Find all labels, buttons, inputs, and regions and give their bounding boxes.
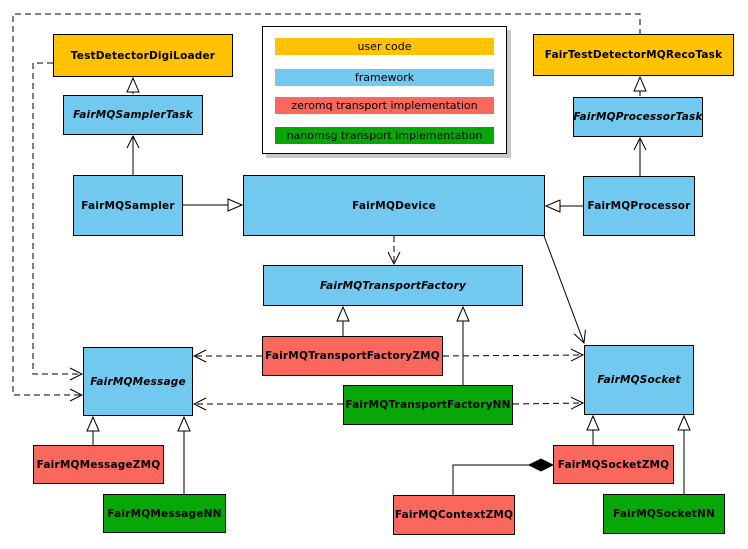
legend-zeromq: zeromq transport implementation	[275, 97, 494, 114]
node-fairmqsocketzmq: FairMQSocketZMQ	[553, 445, 674, 484]
edge-device-to-socket	[543, 235, 584, 343]
node-fairmqmessagenn: FairMQMessageNN	[103, 494, 226, 533]
node-fairmqtransportfactory: FairMQTransportFactory	[263, 265, 523, 306]
node-fairmqsampler: FairMQSampler	[73, 175, 183, 236]
edge-contextzmq-to-sockzmq	[452, 465, 553, 495]
node-fairtestdetectormqrecotask: FairTestDetectorMQRecoTask	[533, 34, 734, 76]
legend-box: user code framework zeromq transport imp…	[262, 26, 507, 154]
node-fairmqsamplertask: FairMQSamplerTask	[63, 95, 203, 135]
legend-framework: framework	[275, 69, 494, 86]
node-fairmqtransportfactorynn: FairMQTransportFactoryNN	[343, 385, 513, 425]
edge-tfzmq-to-socket	[442, 355, 583, 356]
node-fairmqcontextzmq: FairMQContextZMQ	[393, 495, 515, 535]
node-fairmqmessagezmq: FairMQMessageZMQ	[33, 445, 164, 484]
node-fairmqsocketnn: FairMQSocketNN	[603, 494, 725, 534]
edge-tfnn-to-socket	[512, 403, 583, 404]
edge-recotask-to-message	[12, 13, 641, 395]
legend-user-code: user code	[275, 38, 494, 55]
legend-nanomsg: nanomsg transport implementation	[275, 127, 494, 144]
node-testdetectordigiloader: TestDetectorDigiLoader	[53, 34, 233, 77]
node-fairmqdevice: FairMQDevice	[243, 175, 545, 236]
node-fairmqsocket: FairMQSocket	[584, 345, 694, 415]
edge-digiloader-to-message	[32, 62, 82, 374]
node-fairmqprocessor: FairMQProcessor	[583, 176, 695, 236]
node-fairmqtransportfactoryzmq: FairMQTransportFactoryZMQ	[262, 336, 443, 376]
node-fairmqprocessortask: FairMQProcessorTask	[573, 97, 703, 137]
node-fairmqmessage: FairMQMessage	[83, 347, 193, 416]
